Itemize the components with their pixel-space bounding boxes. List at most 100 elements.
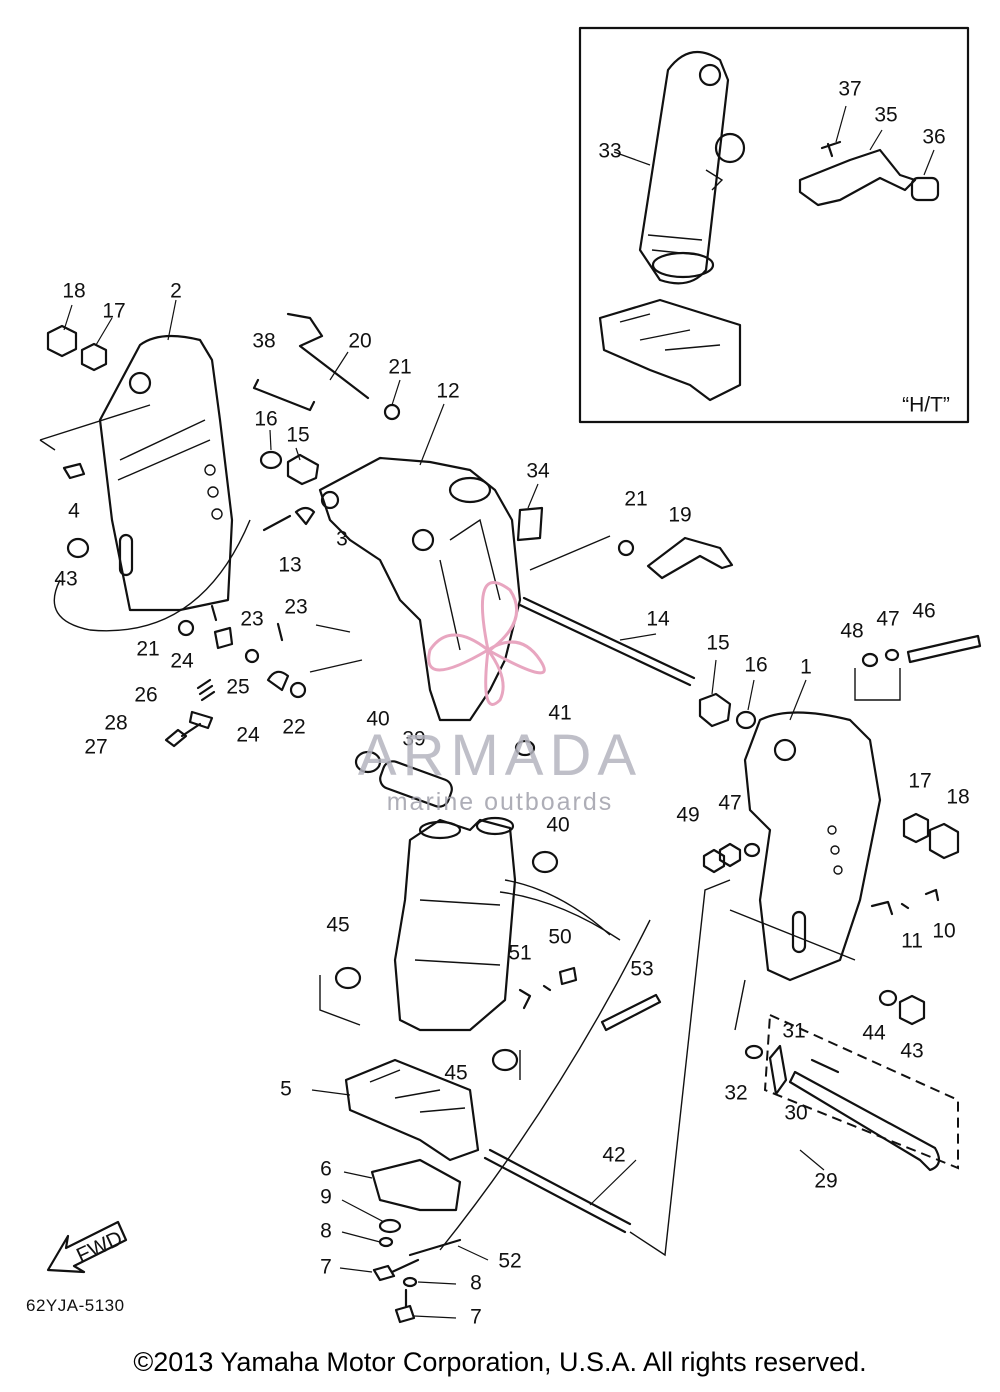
callout-34: 34 xyxy=(526,460,550,483)
callout-49: 49 xyxy=(676,804,699,827)
plate-28 xyxy=(188,710,214,730)
inset-frame xyxy=(578,26,970,424)
terminal-51 xyxy=(518,984,552,1010)
bush-16-left xyxy=(259,450,283,470)
callout-2: 2 xyxy=(170,280,182,303)
fwd-arrow: FWD xyxy=(46,1220,128,1274)
pin-38 xyxy=(252,378,316,412)
callout-17: 17 xyxy=(102,300,125,323)
bolt-7a xyxy=(372,1258,420,1282)
spring-26 xyxy=(196,678,216,702)
callout-31: 31 xyxy=(782,1020,805,1043)
callout-21: 21 xyxy=(388,356,411,379)
wire-52 xyxy=(408,1238,462,1257)
callout-45: 45 xyxy=(326,914,349,937)
lever-19 xyxy=(646,536,734,580)
callout-15: 15 xyxy=(286,424,309,447)
label-34 xyxy=(516,506,544,542)
bush-16-right xyxy=(735,710,757,730)
nuts-49 xyxy=(702,842,742,874)
callout-47: 47 xyxy=(718,792,741,815)
callout-37: 37 xyxy=(838,78,861,101)
pin-23b xyxy=(276,622,284,642)
bracket-24a xyxy=(213,626,234,650)
washer-48 xyxy=(861,652,879,668)
tilt-stop-lever xyxy=(286,312,370,400)
callout-4: 4 xyxy=(68,500,80,523)
ht-clamp-block xyxy=(598,298,742,402)
bush-40b xyxy=(531,850,559,874)
collar-21b xyxy=(617,539,635,557)
bracket-24b xyxy=(266,670,290,692)
callout-21: 21 xyxy=(624,488,647,511)
washer-47b xyxy=(743,842,761,858)
callout-51: 51 xyxy=(508,942,531,965)
bolt-46 xyxy=(906,634,982,664)
bolt-13 xyxy=(262,514,292,532)
tilt-shaft xyxy=(518,596,696,687)
power-trim-unit xyxy=(393,816,621,1032)
callouts: 18 17 2 38 20 21 12 16 15 4 3 13 43 34 2… xyxy=(54,78,969,1329)
swivel-bracket xyxy=(318,456,522,722)
callout-48: 48 xyxy=(840,620,863,643)
callout-16: 16 xyxy=(254,408,277,431)
callout-20: 20 xyxy=(348,330,371,353)
callout-10: 10 xyxy=(932,920,955,943)
bush-40a xyxy=(354,750,382,774)
callout-24: 24 xyxy=(236,724,260,747)
callout-1: 1 xyxy=(800,656,812,679)
callout-27: 27 xyxy=(84,736,107,759)
callout-43: 43 xyxy=(54,568,77,591)
rod-29 xyxy=(788,1070,941,1172)
screw-10-11 xyxy=(870,888,940,916)
ht-tilt-cylinder xyxy=(638,50,746,285)
callout-6: 6 xyxy=(320,1158,332,1181)
ht-knob xyxy=(910,176,940,202)
callout-32: 32 xyxy=(724,1082,747,1105)
washer-47 xyxy=(884,648,900,662)
callout-13: 13 xyxy=(278,554,301,577)
callout-41: 41 xyxy=(548,702,571,725)
fwd-text: FWD xyxy=(73,1227,126,1268)
callout-26: 26 xyxy=(134,684,157,707)
clamp-bracket-left xyxy=(98,334,234,612)
bush-45a xyxy=(334,966,362,990)
watermark-subtitle: marine outboards xyxy=(386,788,614,816)
callout-8: 8 xyxy=(470,1272,482,1295)
watermark-propeller xyxy=(427,581,546,706)
watermark-title: ARMADA xyxy=(357,723,643,788)
washer-9 xyxy=(378,1218,402,1234)
bush-15-right xyxy=(698,692,732,728)
bolt-4 xyxy=(62,462,86,480)
collar-25 xyxy=(244,648,260,664)
valve-group-frame xyxy=(763,1013,959,1170)
ht-bolt xyxy=(820,140,842,158)
callout-29: 29 xyxy=(814,1170,837,1193)
washer-8a xyxy=(378,1236,394,1248)
callout-30: 30 xyxy=(784,1102,807,1125)
callout-22: 22 xyxy=(282,716,305,739)
washer-44 xyxy=(878,989,898,1007)
callout-19: 19 xyxy=(668,504,691,527)
nut-right-17 xyxy=(902,812,930,844)
copyright-notice: ©2013 Yamaha Motor Corporation, U.S.A. A… xyxy=(133,1347,867,1377)
callout-53: 53 xyxy=(630,958,653,981)
callout-23: 23 xyxy=(240,608,263,631)
bolt-27 xyxy=(164,722,202,748)
callout-47: 47 xyxy=(876,608,899,631)
diagram-code: 62YJA-5130 xyxy=(26,1296,125,1315)
tilt-rod-42 xyxy=(483,1148,632,1234)
collar-21a xyxy=(383,403,401,421)
callout-24: 24 xyxy=(170,650,194,673)
collar-22 xyxy=(289,681,307,699)
nut-43-left xyxy=(66,537,90,559)
bush-41 xyxy=(514,739,536,757)
bolt-50 xyxy=(558,966,578,986)
callout-14: 14 xyxy=(646,608,670,631)
callout-8: 8 xyxy=(320,1220,332,1243)
callout-36: 36 xyxy=(922,126,945,149)
cap-nut-18 xyxy=(928,822,960,860)
callout-50: 50 xyxy=(548,926,571,949)
bush-45b xyxy=(491,1048,519,1072)
